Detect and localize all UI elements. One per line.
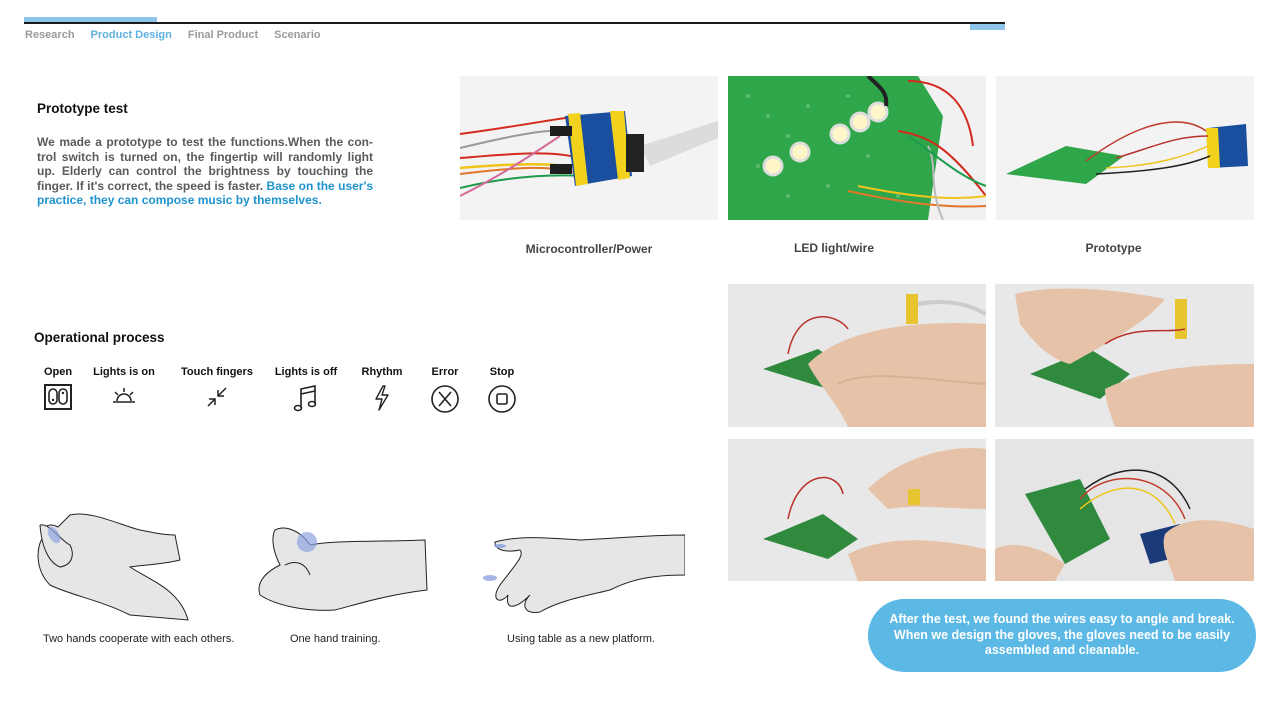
step-label: Lights is on <box>93 366 155 378</box>
step-label: Stop <box>489 366 515 378</box>
music-note-icon <box>293 385 317 412</box>
prototype-photo <box>996 76 1254 220</box>
prototype-test-body: We made a prototype to test the function… <box>37 135 373 193</box>
led-wire-photo <box>728 76 986 220</box>
circle-stop-icon <box>488 385 516 413</box>
nav-tab-final-product[interactable]: Final Product <box>187 29 259 41</box>
nav-tab-scenario[interactable]: Scenario <box>274 29 321 41</box>
usage-caption: Using table as a new platform. <box>507 633 655 645</box>
photo-caption: Prototype <box>1085 241 1142 255</box>
step-lights-on: Lights is on <box>89 366 159 408</box>
prototype-test-heading: Prototype test <box>37 101 128 116</box>
prototype-test-description: We made a prototype to test the function… <box>37 135 373 208</box>
photo-caption: LED light/wire <box>793 241 874 255</box>
usage-caption: Two hands cooperate with each others. <box>43 633 235 645</box>
nav-divider <box>24 22 1005 24</box>
nav-end-marker <box>970 24 1005 30</box>
circle-x-icon <box>431 385 459 413</box>
nav-tab-research[interactable]: Research <box>25 29 75 41</box>
step-open: Open <box>34 366 82 410</box>
microcontroller-photo <box>460 76 718 220</box>
two-hands-illustration <box>37 513 189 621</box>
operational-process-heading: Operational process <box>34 330 165 345</box>
step-label: Open <box>43 366 73 378</box>
usage-caption: One hand training. <box>290 633 381 645</box>
step-touch-fingers: Touch fingers <box>172 366 262 410</box>
pinch-arrows-icon <box>207 387 227 407</box>
hand-testing-photo-1 <box>728 284 986 427</box>
hand-testing-photo-2 <box>995 284 1254 427</box>
step-lights-off: Lights is off <box>269 366 343 412</box>
table-hand-illustration <box>483 534 685 614</box>
section-nav: Research Product Design Final Product Sc… <box>25 29 321 41</box>
hand-testing-photo-3 <box>728 439 986 581</box>
switch-icon <box>44 384 72 410</box>
hand-testing-photo-4 <box>995 439 1254 581</box>
step-error: Error <box>422 366 468 414</box>
one-hand-illustration <box>258 527 428 611</box>
step-label: Touch fingers <box>181 366 253 378</box>
step-label: Error <box>431 366 459 378</box>
lightning-icon <box>375 385 389 411</box>
nav-tab-product-design[interactable]: Product Design <box>90 29 172 41</box>
step-label: Rhythm <box>361 366 403 378</box>
step-stop: Stop <box>482 366 522 414</box>
step-rhythm: Rhythm <box>357 366 407 412</box>
step-label: Lights is off <box>274 366 338 378</box>
photo-caption: Microcontroller/Power <box>525 242 653 256</box>
sunrise-icon <box>113 388 135 403</box>
prototype-test-highlight: Base on the user's practice, they can co… <box>37 178 373 208</box>
nav-active-indicator <box>24 17 157 22</box>
findings-callout: After the test, we found the wires easy … <box>868 599 1256 672</box>
